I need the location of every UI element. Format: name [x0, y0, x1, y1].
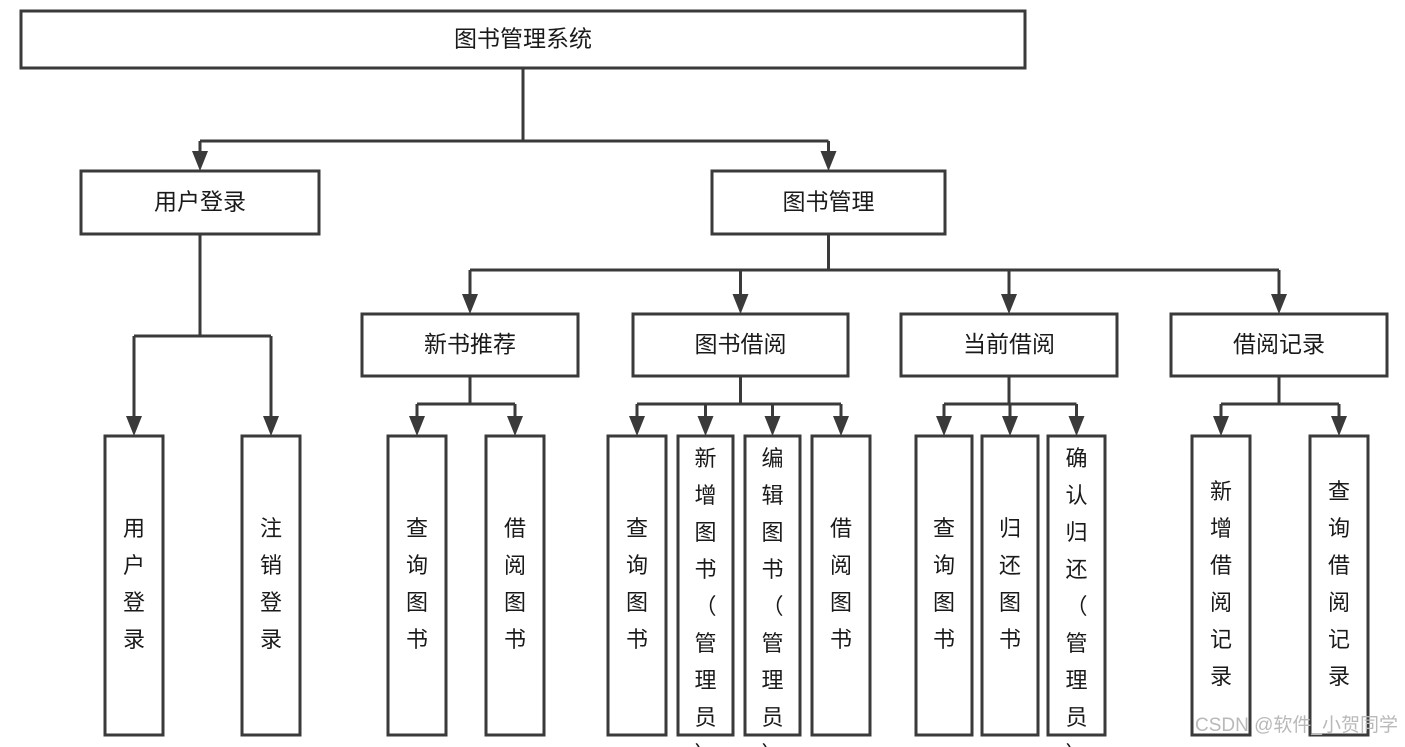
node-layer: 图书管理系统用户登录用户登录注销登录图书管理新书推荐查询图书借阅图书图书借阅查询…: [19, 9, 1389, 747]
node-user-login[interactable]: 用户登录: [79, 169, 321, 236]
arrow-head-icon: [764, 416, 781, 436]
node-leaf-user-logout[interactable]: 注销登录: [240, 434, 302, 737]
node-box: [899, 312, 1119, 378]
node-label: 查询图书: [406, 516, 428, 652]
node-box: [676, 434, 735, 737]
node-box: [1169, 312, 1389, 378]
node-box: [914, 434, 974, 737]
node-label: 借阅记录: [1233, 331, 1325, 357]
node-book-manage[interactable]: 图书管理: [710, 169, 947, 236]
node-box: [484, 434, 546, 737]
node-leaf-user-login[interactable]: 用户登录: [103, 434, 165, 737]
arrow-head-icon: [126, 416, 142, 436]
node-leaf-return-book[interactable]: 归还图书: [980, 434, 1040, 737]
node-label: 新增借阅记录: [1210, 479, 1232, 689]
node-box: [606, 434, 668, 737]
node-label: 新增图书（管理员）: [694, 446, 716, 747]
arrow-head-icon: [1001, 294, 1017, 314]
node-label: 图书管理系统: [454, 26, 592, 52]
node-new-book-recommend[interactable]: 新书推荐: [360, 312, 580, 378]
node-leaf-add-book[interactable]: 新增图书（管理员）: [676, 434, 735, 747]
arrow-head-icon: [697, 416, 714, 436]
arrow-head-icon: [936, 416, 952, 436]
arrow-head-icon: [732, 294, 749, 314]
node-leaf-query-book-1[interactable]: 查询图书: [386, 434, 448, 737]
arrow-head-icon: [1068, 416, 1085, 436]
node-box: [360, 312, 580, 378]
node-box: [386, 434, 448, 737]
node-leaf-confirm-return[interactable]: 确认归还（管理员）: [1046, 434, 1107, 747]
arrow-head-icon: [462, 294, 478, 314]
node-label: 借阅图书: [504, 516, 526, 652]
arrow-head-icon: [507, 416, 523, 436]
node-box: [79, 169, 321, 236]
node-label: 注销登录: [260, 516, 282, 652]
arrow-head-icon: [1002, 416, 1018, 436]
node-box: [980, 434, 1040, 737]
node-box: [631, 312, 850, 378]
node-label: 编辑图书（管理员）: [761, 446, 783, 747]
node-box: [103, 434, 165, 737]
node-leaf-query-book-2[interactable]: 查询图书: [606, 434, 668, 737]
node-box: [240, 434, 302, 737]
node-label: 用户登录: [123, 516, 145, 652]
node-label: 图书管理: [783, 189, 875, 215]
node-box: [1308, 434, 1370, 737]
node-leaf-query-record[interactable]: 查询借阅记录: [1308, 434, 1370, 737]
arrow-head-icon: [833, 416, 849, 436]
node-box: [743, 434, 802, 737]
node-box: [810, 434, 872, 737]
node-book-borrow[interactable]: 图书借阅: [631, 312, 850, 378]
node-leaf-borrow-book-1[interactable]: 借阅图书: [484, 434, 546, 737]
arrow-head-icon: [192, 151, 208, 171]
connector-layer: [126, 68, 1347, 436]
node-leaf-edit-book[interactable]: 编辑图书（管理员）: [743, 434, 802, 747]
node-label: 用户登录: [154, 189, 246, 215]
arrow-head-icon: [263, 416, 279, 436]
node-label: 查询借阅记录: [1328, 479, 1350, 689]
arrow-head-icon: [1271, 294, 1287, 314]
arrow-head-icon: [409, 416, 425, 436]
node-label: 查询图书: [933, 516, 955, 652]
node-label: 新书推荐: [424, 331, 516, 357]
node-label: 查询图书: [626, 516, 648, 652]
watermark-layer: CSDN @软件_小贺同学: [1195, 714, 1398, 736]
node-current-borrow[interactable]: 当前借阅: [899, 312, 1119, 378]
arrow-head-icon: [820, 151, 837, 171]
node-label: 确认归还（管理员）: [1065, 446, 1087, 747]
node-label: 借阅图书: [830, 516, 852, 652]
node-leaf-add-record[interactable]: 新增借阅记录: [1190, 434, 1252, 737]
node-leaf-query-book-3[interactable]: 查询图书: [914, 434, 974, 737]
node-undefined[interactable]: 图书管理系统: [19, 9, 1027, 70]
arrow-head-icon: [629, 416, 645, 436]
node-box: [19, 9, 1027, 70]
node-label: 归还图书: [999, 516, 1021, 652]
node-borrow-record[interactable]: 借阅记录: [1169, 312, 1389, 378]
node-label: 当前借阅: [963, 331, 1055, 357]
node-box: [710, 169, 947, 236]
node-label: 图书借阅: [695, 331, 787, 357]
node-leaf-borrow-book-2[interactable]: 借阅图书: [810, 434, 872, 737]
node-box: [1190, 434, 1252, 737]
arrow-head-icon: [1331, 416, 1347, 436]
csdn-watermark: CSDN @软件_小贺同学: [1195, 714, 1398, 736]
arrow-head-icon: [1213, 416, 1229, 436]
node-box: [1046, 434, 1107, 737]
